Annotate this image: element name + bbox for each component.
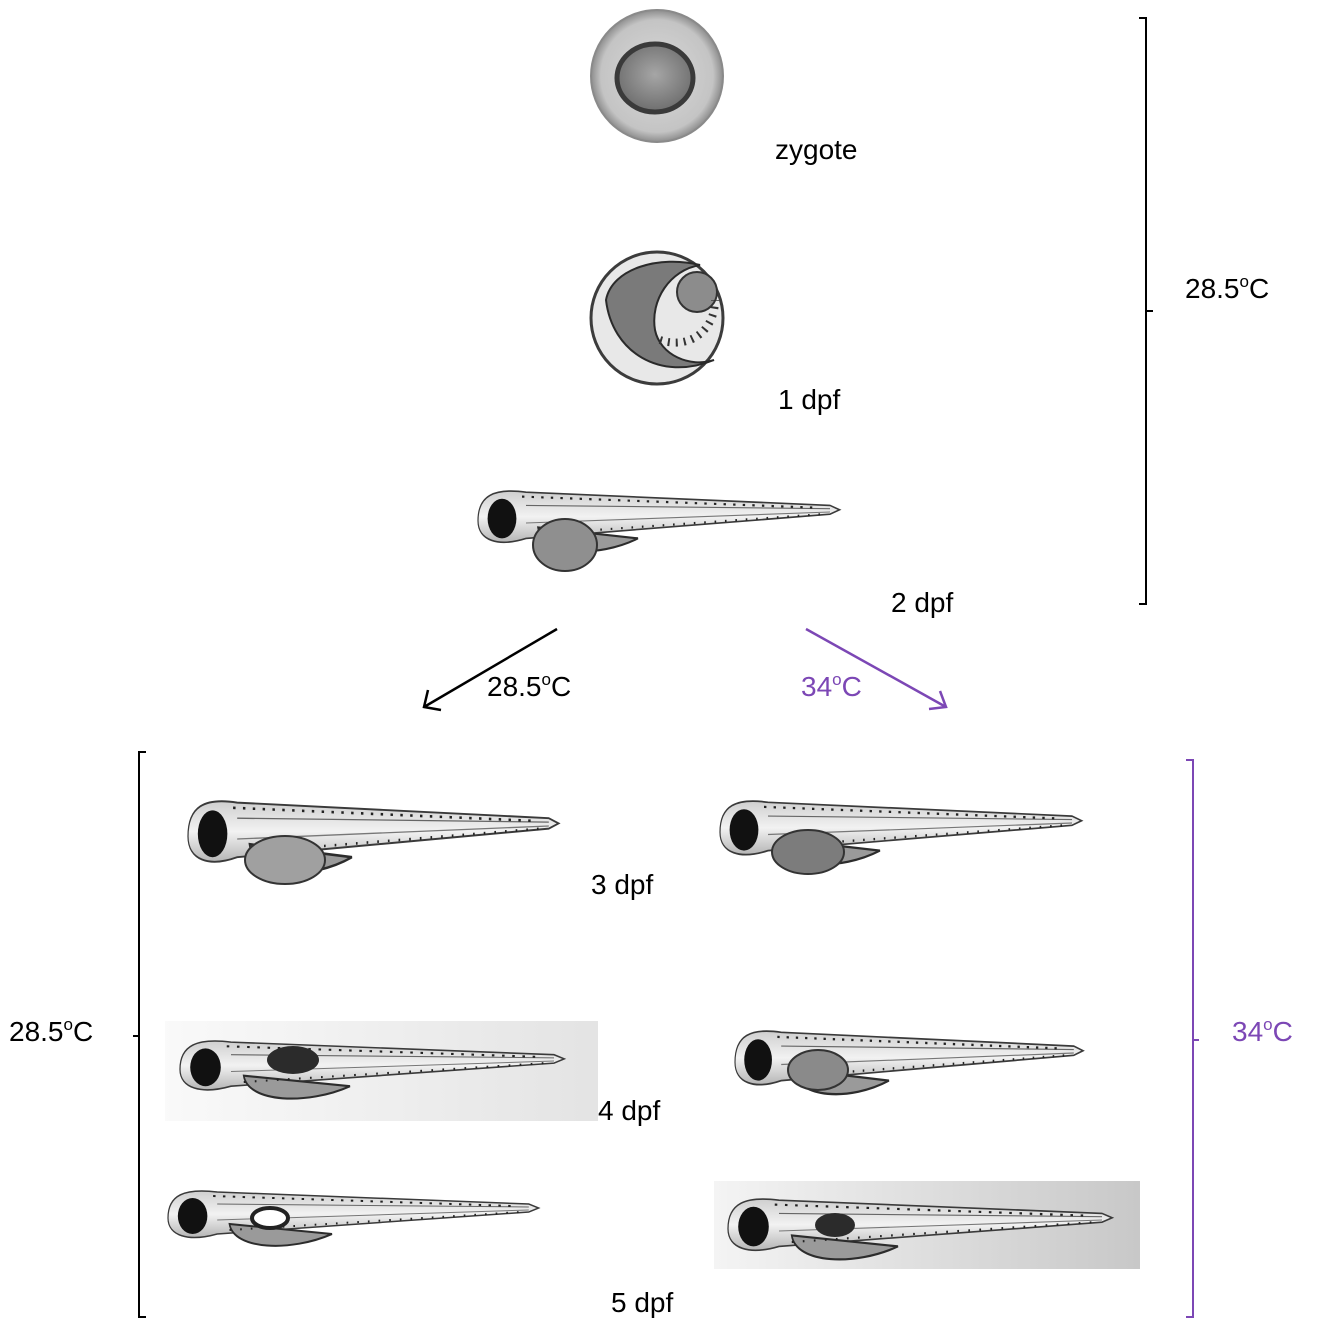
left-bracket bbox=[133, 752, 146, 1317]
label-1dpf: 1 dpf bbox=[778, 386, 840, 414]
3dpf-heat-larva-image bbox=[720, 801, 1082, 874]
temp-arrow-heat: 34oC bbox=[801, 671, 862, 701]
label-4dpf: 4 dpf bbox=[598, 1097, 660, 1125]
zygote-embryo-image bbox=[591, 10, 723, 142]
top-bracket bbox=[1139, 18, 1153, 604]
temp-right-bracket: 34oC bbox=[1232, 1016, 1293, 1046]
4dpf-control-larva-image bbox=[165, 1021, 598, 1121]
3dpf-control-larva-image bbox=[188, 801, 559, 884]
5dpf-heat-larva-image bbox=[714, 1181, 1140, 1269]
label-2dpf: 2 dpf bbox=[891, 589, 953, 617]
2dpf-larva-image bbox=[478, 491, 840, 571]
label-3dpf: 3 dpf bbox=[591, 871, 653, 899]
5dpf-control-larva-image bbox=[168, 1191, 539, 1246]
right-bracket bbox=[1186, 760, 1199, 1317]
1dpf-embryo-image bbox=[591, 252, 723, 384]
temp-left-bracket: 28.5oC bbox=[9, 1016, 93, 1046]
label-5dpf: 5 dpf bbox=[611, 1289, 673, 1317]
temp-top-bracket: 28.5oC bbox=[1185, 273, 1269, 303]
temp-arrow-control: 28.5oC bbox=[487, 671, 571, 701]
label-zygote: zygote bbox=[775, 136, 858, 164]
4dpf-heat-larva-image bbox=[735, 1031, 1083, 1094]
